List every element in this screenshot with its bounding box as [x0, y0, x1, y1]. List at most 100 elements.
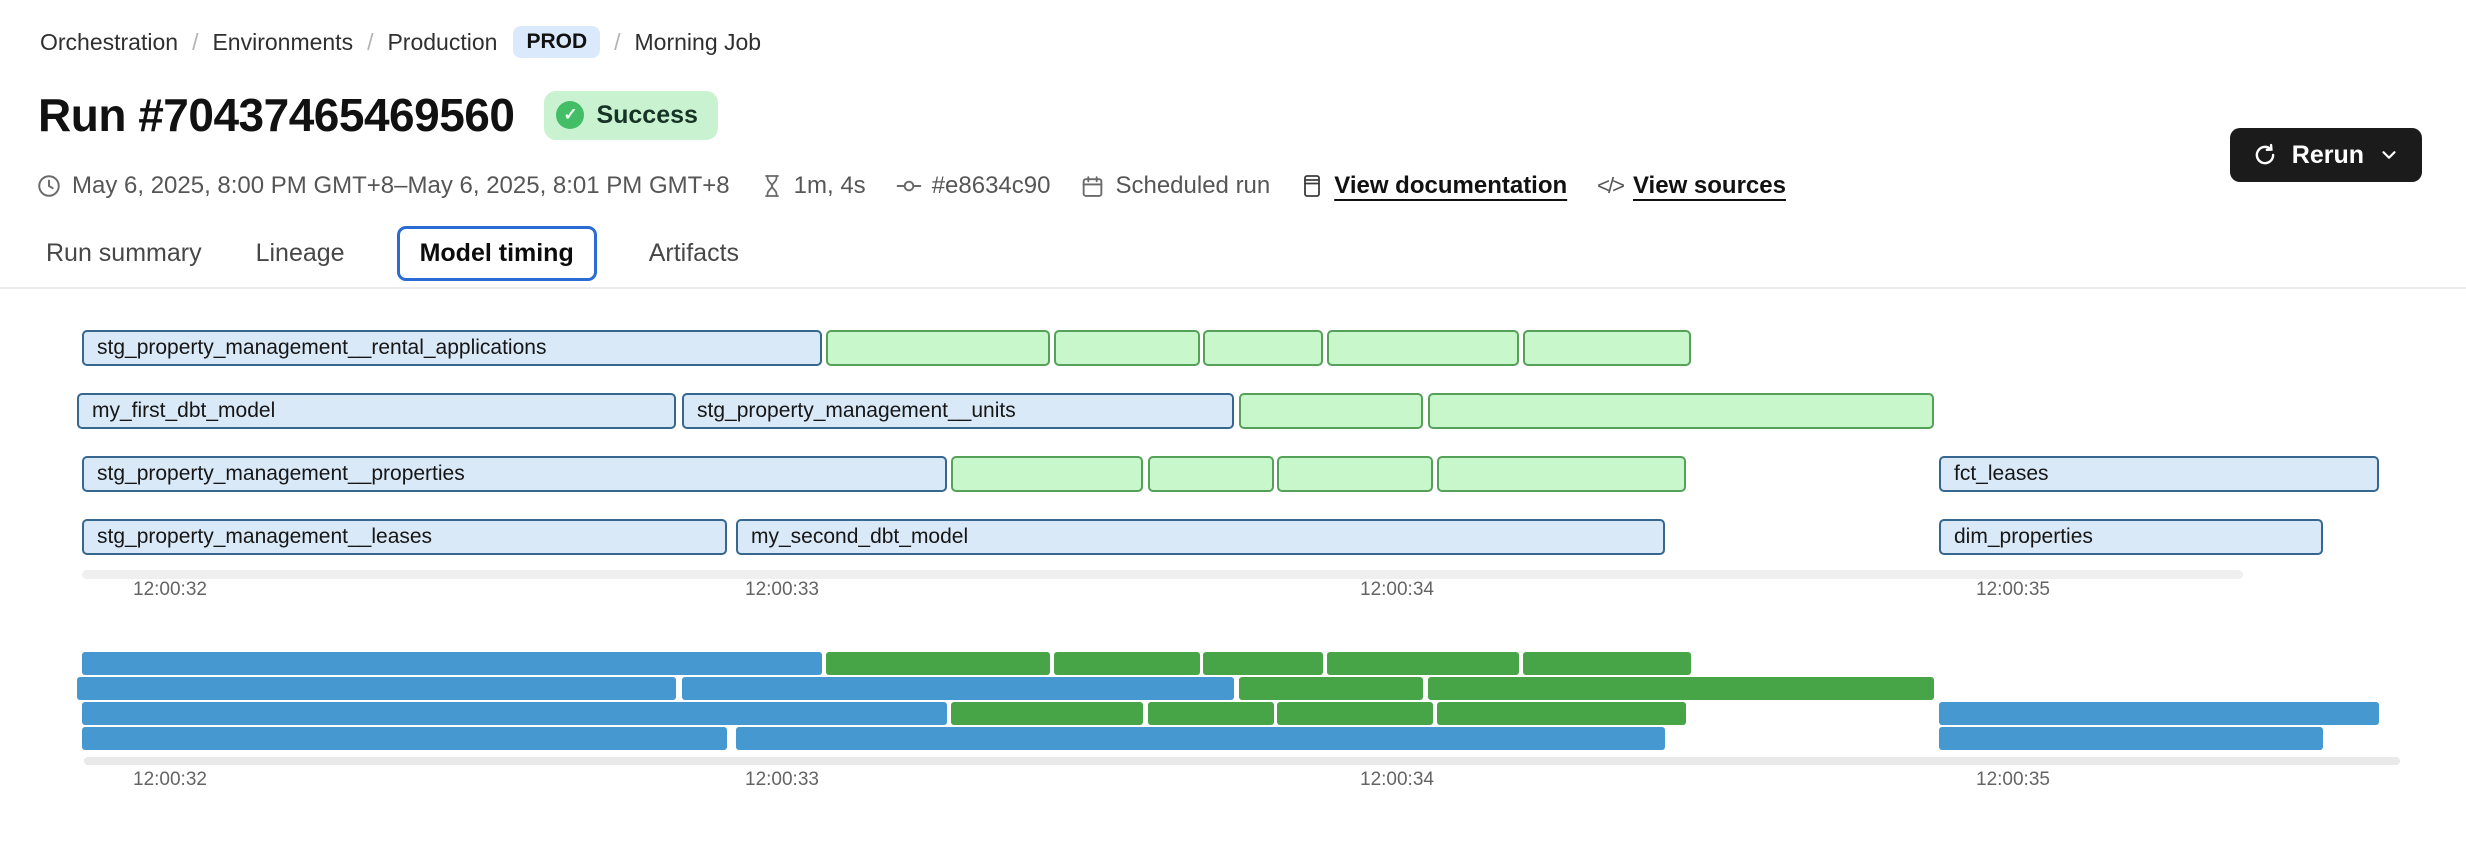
- rerun-button[interactable]: Rerun: [2229, 128, 2422, 182]
- run-header: Run #70437465469560 ✓ Success: [38, 88, 718, 142]
- breadcrumb-separator: /: [192, 28, 199, 55]
- model-bar[interactable]: [1148, 456, 1274, 492]
- run-duration-text: 1m, 4s: [793, 172, 866, 199]
- minimap-bar[interactable]: [1939, 727, 2323, 750]
- chevron-down-icon: [2378, 144, 2400, 166]
- model-bar-stg_property_management__leases[interactable]: stg_property_management__leases: [82, 519, 727, 555]
- hourglass-icon: [760, 173, 784, 199]
- view-documentation-link[interactable]: View documentation: [1334, 172, 1568, 199]
- tabs-divider: [0, 287, 2466, 289]
- tabs: Run summary Lineage Model timing Artifacts: [44, 226, 741, 281]
- environment-badge: PROD: [513, 26, 601, 58]
- minimap-bar[interactable]: [1239, 677, 1423, 700]
- minimap-bar[interactable]: [82, 702, 947, 725]
- calendar-icon: [1080, 174, 1105, 199]
- model-bar-label: stg_property_management__properties: [97, 462, 465, 485]
- tab-run-summary[interactable]: Run summary: [46, 239, 202, 267]
- minimap-bar[interactable]: [736, 727, 1665, 750]
- minimap-bar[interactable]: [1148, 702, 1274, 725]
- minimap-bar[interactable]: [1203, 652, 1323, 675]
- model-bar-label: stg_property_management__rental_applicat…: [97, 336, 547, 359]
- minimap-bar[interactable]: [1437, 702, 1686, 725]
- status-badge-label: Success: [596, 100, 698, 129]
- model-bar[interactable]: [951, 456, 1143, 492]
- minimap-bar[interactable]: [951, 702, 1143, 725]
- time-tick-label: 12:00:33: [745, 769, 819, 790]
- commit-hash: #e8634c90: [896, 172, 1051, 200]
- tab-artifacts[interactable]: Artifacts: [648, 239, 740, 267]
- trigger-type-text: Scheduled run: [1115, 172, 1271, 199]
- run-time-range-text: May 6, 2025, 8:00 PM GMT+8–May 6, 2025, …: [72, 172, 730, 199]
- breadcrumb-separator: /: [614, 28, 621, 55]
- minimap-bar[interactable]: [682, 677, 1234, 700]
- model-bar[interactable]: [1239, 393, 1423, 429]
- breadcrumb-item[interactable]: Environments: [212, 28, 354, 55]
- commit-hash-text: #e8634c90: [931, 172, 1051, 199]
- model-bar-my_second_dbt_model[interactable]: my_second_dbt_model: [736, 519, 1665, 555]
- breadcrumb-separator: /: [367, 28, 374, 55]
- minimap-bar[interactable]: [826, 652, 1050, 675]
- model-bar[interactable]: [1277, 456, 1433, 492]
- time-tick-label: 12:00:32: [133, 579, 207, 600]
- view-documentation[interactable]: View documentation: [1300, 172, 1567, 200]
- tab-lineage[interactable]: Lineage: [255, 239, 345, 267]
- model-bar-dim_properties[interactable]: dim_properties: [1939, 519, 2323, 555]
- commit-icon: [896, 173, 922, 199]
- model-bar-my_first_dbt_model[interactable]: my_first_dbt_model: [77, 393, 676, 429]
- page-title: Run #70437465469560: [38, 89, 515, 141]
- model-bar[interactable]: [826, 330, 1050, 366]
- minimap-bar[interactable]: [1939, 702, 2379, 725]
- minimap-bar[interactable]: [1523, 652, 1691, 675]
- document-icon: [1300, 173, 1324, 199]
- model-bar[interactable]: [1203, 330, 1323, 366]
- model-bar-label: my_second_dbt_model: [751, 525, 969, 548]
- rerun-button-label: Rerun: [2291, 140, 2364, 169]
- model-bar[interactable]: [1327, 330, 1519, 366]
- model-bar[interactable]: [1523, 330, 1691, 366]
- run-time-range: May 6, 2025, 8:00 PM GMT+8–May 6, 2025, …: [36, 172, 730, 200]
- breadcrumb: Orchestration / Environments / Production PRO…: [40, 26, 761, 58]
- breadcrumb-item[interactable]: Production: [387, 28, 498, 55]
- time-tick-label: 12:00:35: [1976, 769, 2050, 790]
- model-bar-label: dim_properties: [1954, 525, 2093, 548]
- refresh-icon: [2252, 142, 2278, 168]
- view-sources[interactable]: </> View sources: [1597, 172, 1786, 200]
- minimap-bar[interactable]: [1277, 702, 1433, 725]
- time-tick-label: 12:00:34: [1360, 769, 1434, 790]
- run-meta-row: May 6, 2025, 8:00 PM GMT+8–May 6, 2025, …: [36, 172, 1786, 200]
- minimap-bar[interactable]: [1054, 652, 1200, 675]
- minimap-bar[interactable]: [82, 652, 822, 675]
- model-bar[interactable]: [1437, 456, 1686, 492]
- model-bar[interactable]: [1428, 393, 1934, 429]
- success-check-icon: ✓: [556, 101, 585, 129]
- model-bar-label: my_first_dbt_model: [92, 399, 276, 422]
- time-tick-label: 12:00:35: [1976, 579, 2050, 600]
- minimap-bar[interactable]: [1428, 677, 1934, 700]
- minimap-scroll-track[interactable]: [84, 757, 2400, 765]
- time-tick-label: 12:00:33: [745, 579, 819, 600]
- minimap-bar[interactable]: [1327, 652, 1519, 675]
- breadcrumb-item[interactable]: Morning Job: [634, 28, 762, 55]
- breadcrumb-item[interactable]: Orchestration: [40, 28, 179, 55]
- model-bar-label: fct_leases: [1954, 462, 2049, 485]
- clock-icon: [36, 173, 62, 199]
- view-sources-link[interactable]: View sources: [1632, 172, 1786, 199]
- run-duration: 1m, 4s: [760, 172, 866, 200]
- minimap-bar[interactable]: [82, 727, 727, 750]
- code-icon: </>: [1597, 173, 1625, 198]
- model-bar-fct_leases[interactable]: fct_leases: [1939, 456, 2379, 492]
- minimap-bar[interactable]: [77, 677, 676, 700]
- model-bar[interactable]: [1054, 330, 1200, 366]
- trigger-type: Scheduled run: [1080, 172, 1270, 200]
- status-badge: ✓ Success: [544, 90, 718, 140]
- model-bar-label: stg_property_management__units: [697, 399, 1016, 422]
- model-bar-stg_property_management__rental_applications[interactable]: stg_property_management__rental_applicat…: [82, 330, 822, 366]
- model-bar-label: stg_property_management__leases: [97, 525, 433, 548]
- time-tick-label: 12:00:34: [1360, 579, 1434, 600]
- model-bar-stg_property_management__units[interactable]: stg_property_management__units: [682, 393, 1234, 429]
- chart-horizontal-scrollbar[interactable]: [82, 570, 2243, 579]
- model-bar-stg_property_management__properties[interactable]: stg_property_management__properties: [82, 456, 947, 492]
- tab-model-timing[interactable]: Model timing: [396, 226, 597, 281]
